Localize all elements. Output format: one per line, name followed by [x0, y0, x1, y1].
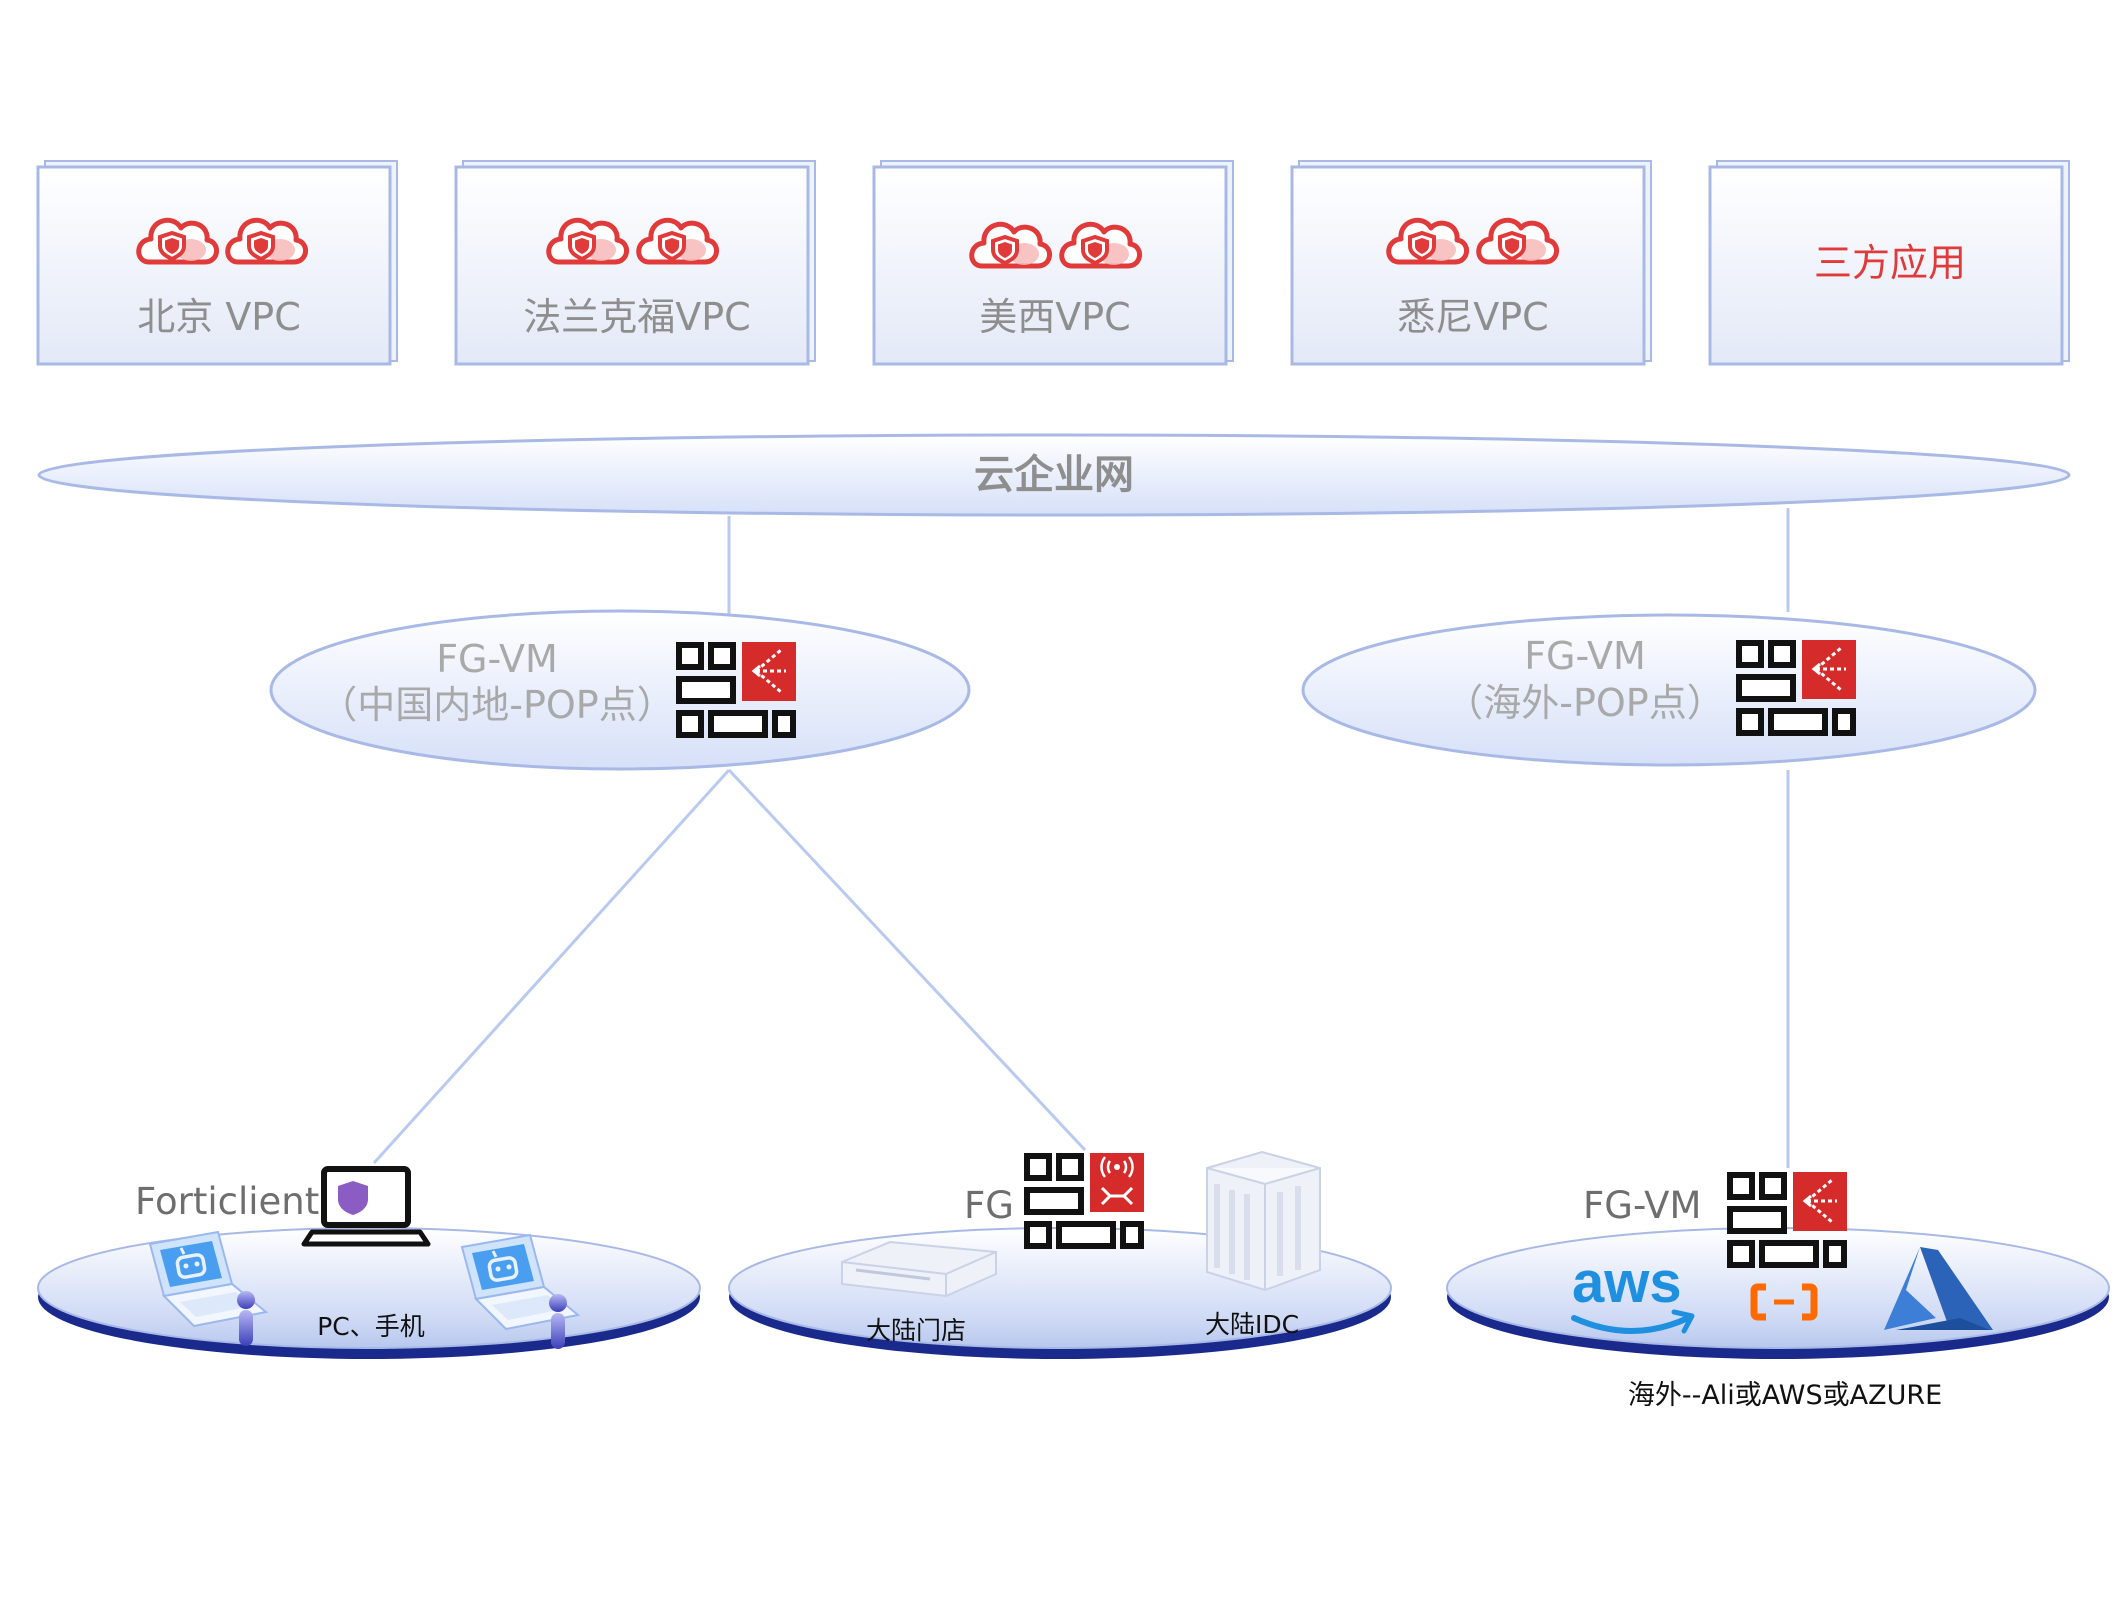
third-party-label: 三方应用	[1814, 241, 1966, 285]
aws-logo-icon: aws	[1571, 1250, 1695, 1334]
pop-node-overseas: FG-VM （海外-POP点）	[1301, 613, 2037, 767]
ccn-label: 云企业网	[974, 452, 1134, 498]
vpc-label: 美西VPC	[979, 295, 1130, 339]
cloud-enterprise-network: 云企业网	[37, 433, 2071, 517]
shield-icon	[338, 1181, 368, 1215]
vpc-box-frankfurt: 法兰克福VPC	[454, 160, 816, 366]
connection-lines	[372, 508, 1790, 1168]
third-party-app-box: 三方应用	[1708, 160, 2070, 366]
overseas-caption: 海外--Ali或AWS或AZURE	[1628, 1380, 1942, 1411]
client-caption: PC、手机	[317, 1312, 425, 1341]
mainland-site: FG 大陆门店 大陆IDC	[728, 1150, 1392, 1359]
router-device-icon	[841, 1240, 997, 1298]
forticlient-label: Forticlient	[135, 1180, 319, 1223]
pop-node-mainland: FG-VM （中国内地-POP点）	[269, 609, 971, 771]
azure-logo-icon	[1884, 1247, 1993, 1330]
pop-subtitle: （中国内地-POP点）	[319, 683, 674, 727]
svg-text:aws: aws	[1572, 1250, 1682, 1315]
pop-title: FG-VM	[1524, 634, 1646, 678]
pop-subtitle: （海外-POP点）	[1445, 681, 1724, 725]
line-pop-cn-to-mainland	[727, 768, 1087, 1152]
server-tower-icon	[1206, 1150, 1321, 1292]
vpc-label: 北京 VPC	[137, 295, 301, 339]
laptop-icon	[301, 1166, 431, 1247]
firewall-icon	[1730, 1172, 1847, 1265]
wireless-firewall-icon	[1027, 1153, 1144, 1246]
vpc-box-beijing: 北京 VPC	[36, 160, 398, 366]
pop-title: FG-VM	[436, 637, 558, 681]
fg-label: FG	[964, 1184, 1014, 1227]
vpc-box-us-west: 美西VPC	[872, 160, 1234, 366]
vpc-label: 悉尼VPC	[1397, 295, 1548, 339]
fg-vm-label: FG-VM	[1583, 1184, 1701, 1227]
line-pop-cn-to-client	[372, 768, 731, 1165]
alibaba-cloud-icon	[1750, 1283, 1818, 1321]
vpc-box-sydney: 悉尼VPC	[1290, 160, 1652, 366]
client-site: Forticlient PC、手机	[37, 1166, 701, 1359]
overseas-site: FG-VM aws 海外--Ali或AWS或AZURE	[1446, 1172, 2110, 1411]
store-label: 大陆门店	[866, 1316, 966, 1345]
vpc-label: 法兰克福VPC	[523, 295, 750, 339]
idc-label: 大陆IDC	[1205, 1310, 1299, 1339]
